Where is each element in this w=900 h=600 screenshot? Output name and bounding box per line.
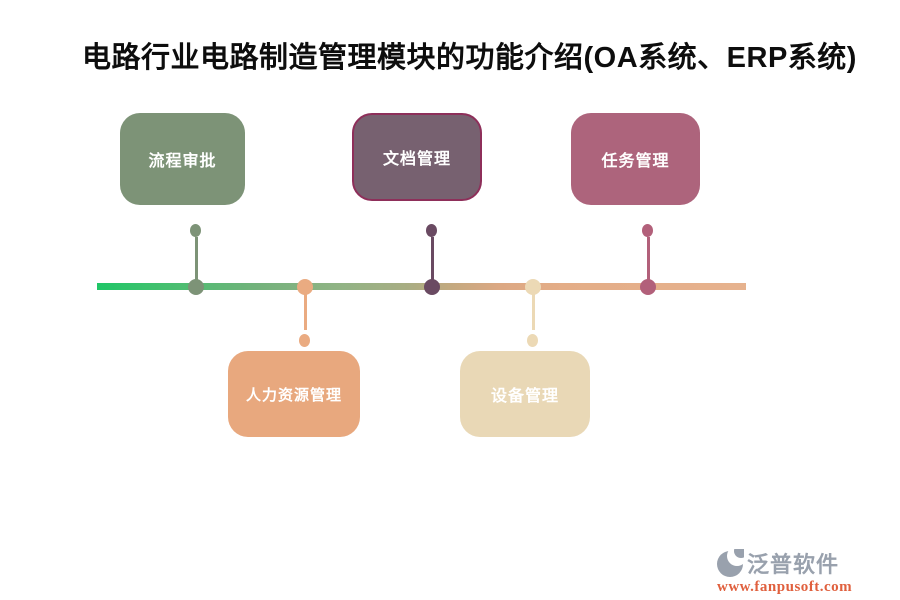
timeline-dot — [297, 279, 313, 295]
connector-dot-small — [190, 224, 201, 237]
module-box-hr-management: 人力资源管理 — [228, 351, 360, 437]
connector-dot-small — [527, 334, 538, 347]
timeline-dot — [188, 279, 204, 295]
connector-stem — [304, 294, 307, 330]
connector-dot-small — [426, 224, 437, 237]
vendor-logo: 泛普软件 www.fanpusoft.com — [717, 547, 892, 596]
timeline-dot — [525, 279, 541, 295]
module-box-document-management: 文档管理 — [352, 113, 482, 201]
module-box-process-approval: 流程审批 — [120, 113, 245, 205]
connector-stem — [532, 294, 535, 330]
vendor-logo-url: www.fanpusoft.com — [717, 579, 853, 595]
timeline-bar — [97, 283, 746, 290]
connector-dot-small — [642, 224, 653, 237]
connector-dot-small — [299, 334, 310, 347]
connector-stem — [195, 237, 198, 283]
vendor-logo-icon — [717, 548, 744, 578]
module-box-task-management: 任务管理 — [571, 113, 700, 205]
connector-stem — [647, 237, 650, 283]
connector-stem — [431, 237, 434, 283]
timeline-dot — [640, 279, 656, 295]
module-box-equipment-management: 设备管理 — [460, 351, 590, 437]
vendor-logo-name: 泛普软件 — [747, 552, 840, 577]
timeline-dot — [424, 279, 440, 295]
page-title: 电路行业电路制造管理模块的功能介绍(OA系统、ERP系统) — [82, 42, 857, 74]
